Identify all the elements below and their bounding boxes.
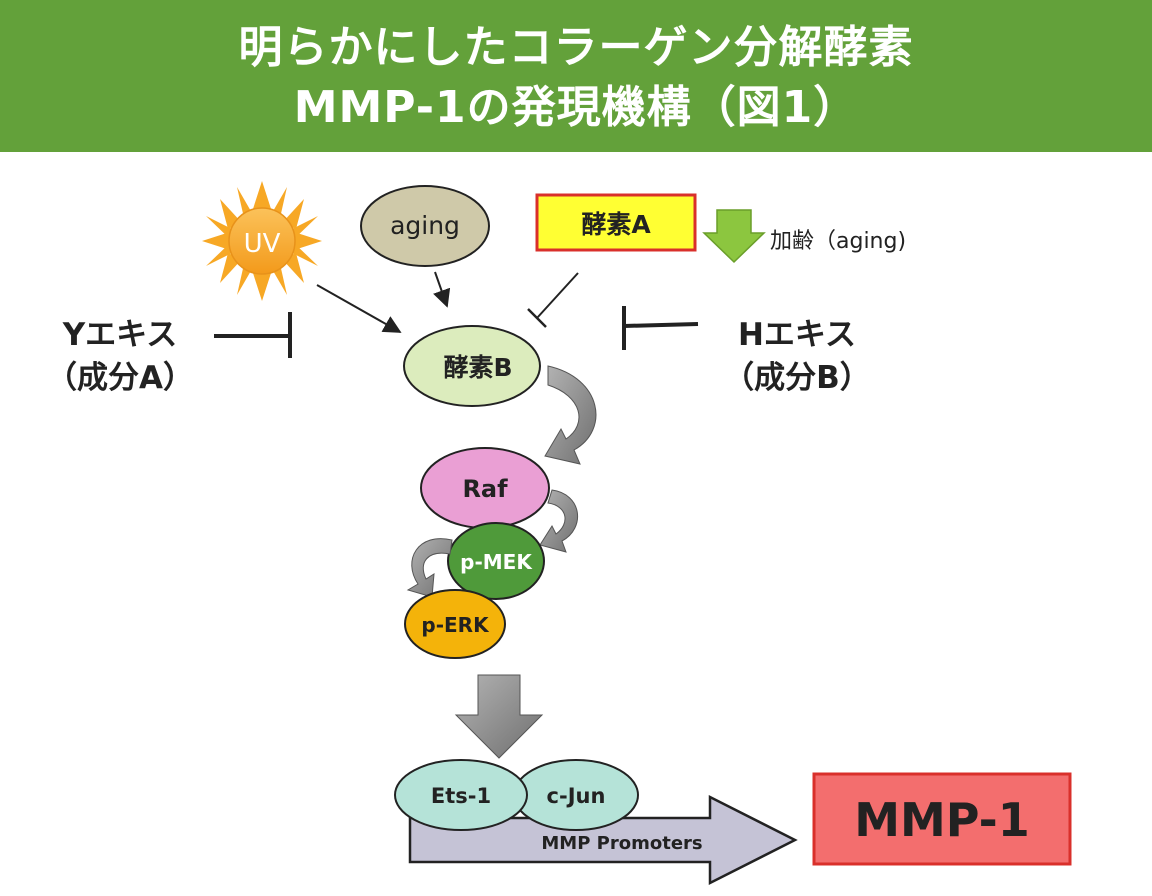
mek-to-erk-arrow xyxy=(406,538,453,598)
aging-to-enzyme-b-arrow xyxy=(433,271,451,308)
enzyme-b-node xyxy=(403,325,541,407)
enzyme-b-label: 酵素B xyxy=(443,353,512,382)
p-mek-node xyxy=(447,522,545,600)
aging-label: aging xyxy=(390,211,460,240)
title-line-2: MMP-1の発現機構（図1） xyxy=(293,82,859,133)
enzyme-a-label: 酵素A xyxy=(581,210,651,239)
y-extract-label: Yエキス xyxy=(62,317,178,353)
enzyme-b-to-raf-arrow xyxy=(544,365,597,465)
aging-decrease-label: 加齢（aging) xyxy=(770,229,906,254)
enzyme-a-inhibits-enzyme-b xyxy=(527,272,579,328)
title-line-1: 明らかにしたコラーゲン分解酵素 xyxy=(238,22,914,73)
sun-icon xyxy=(202,181,322,301)
raf-label: Raf xyxy=(462,475,508,503)
mmp-promoters-label: MMP Promoters xyxy=(541,833,702,854)
p-erk-label: p-ERK xyxy=(421,613,490,637)
uv-to-enzyme-b-arrow xyxy=(316,284,402,333)
y-extract-inhibition-bar xyxy=(214,312,292,358)
ets-1-label: Ets-1 xyxy=(431,784,491,808)
mmp-1-box xyxy=(812,772,1072,866)
c-jun-label: c-Jun xyxy=(547,784,606,808)
h-extract-component: （成分B） xyxy=(723,360,871,396)
aging-node xyxy=(360,185,490,267)
ets-1-node xyxy=(394,759,528,831)
mmp-1-label: MMP-1 xyxy=(854,793,1030,847)
p-erk-node xyxy=(404,589,506,659)
uv-label: UV xyxy=(244,229,281,259)
decrease-arrow-icon xyxy=(702,209,766,264)
erk-to-transcription-arrow xyxy=(454,674,544,759)
y-extract-component: （成分A） xyxy=(46,360,194,396)
p-mek-label: p-MEK xyxy=(460,550,533,574)
enzyme-a-box xyxy=(535,193,697,252)
h-extract-label: Hエキス xyxy=(738,317,856,353)
h-extract-inhibition-bar xyxy=(622,306,699,350)
title-banner: 明らかにしたコラーゲン分解酵素 MMP-1の発現機構（図1） xyxy=(0,0,1152,152)
raf-to-mek-arrow xyxy=(539,489,578,553)
